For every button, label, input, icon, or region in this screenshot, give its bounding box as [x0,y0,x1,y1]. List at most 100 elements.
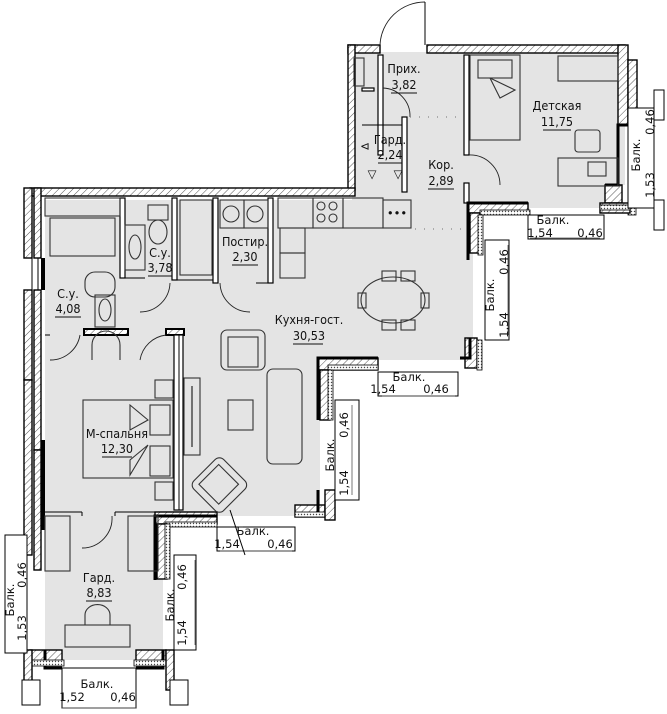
balcony-label-living-bottom: Балк. 1,54 0,46 [214,524,293,551]
double-bed [82,399,174,479]
furniture: ⊲ ▽ ▽ [44,1,619,648]
balcony-labels: Балк. 0,46 1,53 Балк. 1,54 0,46 Балк. 0,… [3,109,657,704]
exterior-walls [23,44,638,571]
svg-text:3,82: 3,82 [391,77,416,92]
kids-desk [557,157,619,187]
kids-shelf [557,55,619,82]
dryer [243,199,269,229]
armchair-small [91,330,121,360]
svg-text:М-спальня: М-спальня [86,426,148,441]
svg-text:0,46: 0,46 [267,537,293,551]
room-bath-1: С.у. 3,78 [147,245,173,277]
suitcase [64,624,131,648]
svg-text:Кухня-гост.: Кухня-гост. [275,312,344,327]
room-corridor: Кор. 2,89 [428,157,454,190]
hanger-icon: ▽ [394,167,403,181]
svg-text:1,53: 1,53 [643,172,657,198]
room-labels: Прих. 3,82 Гард. 2,24 Кор. 2,89 Детская … [55,61,582,602]
room-kitchen-living: Кухня-гост. 30,53 [275,312,344,345]
bathtub [49,217,116,257]
svg-text:0,46: 0,46 [15,562,29,588]
balcony-living-right [334,399,360,501]
svg-text:11,75: 11,75 [541,114,573,129]
balcony-label-kids-bottom: Балк. 1,54 0,46 [527,213,603,240]
svg-text:Балк.: Балк. [237,524,270,538]
svg-text:2,89: 2,89 [428,173,453,188]
svg-text:8,83: 8,83 [86,585,111,600]
hanger-icon: ⊲ [360,139,370,153]
kids-chair [574,129,601,153]
svg-text:С.у.: С.у. [149,245,171,260]
balcony-kids-bottom [527,214,605,240]
svg-text:Балк.: Балк. [81,677,114,691]
balcony-label-kids-right: Балк. 0,46 1,53 [629,109,657,198]
svg-text:Балк.: Балк. [629,139,643,172]
svg-text:2,24: 2,24 [377,147,402,162]
svg-text:1,54: 1,54 [370,382,396,396]
svg-text:Прих.: Прих. [387,61,420,76]
balconies [4,89,665,709]
radiator [44,197,121,217]
svg-text:0,46: 0,46 [643,109,657,135]
balcony-label-kitchen-right: Балк. 0,46 1,54 [483,249,511,338]
coffee-table [227,399,254,431]
balcony-wardrobe-right [173,554,197,651]
dining-table [360,276,426,324]
toilet [148,219,168,245]
shower [179,199,213,276]
svg-text:Балк.: Балк. [323,439,337,472]
interior-walls [45,54,470,516]
svg-text:0,46: 0,46 [497,249,511,275]
svg-text:3,78: 3,78 [147,260,172,275]
balcony-label-wardrobe-right: Балк. 0,46 1,54 [163,564,189,646]
sink [124,224,146,271]
svg-text:Балк.: Балк. [3,584,17,617]
nightstand [154,379,174,399]
balcony-label-wardrobe-left: Балк. 0,46 1,53 [3,562,29,641]
sofa [266,368,303,465]
nightstand [154,481,174,501]
room-laundry: Постир. 2,30 [222,234,268,266]
svg-text:Кор.: Кор. [428,157,454,172]
svg-text:1,54: 1,54 [214,537,240,551]
svg-text:1,54: 1,54 [175,620,189,646]
balcony-wardrobe-bottom [61,667,137,709]
dishwasher [382,199,412,229]
armchair [220,329,266,371]
balcony-label-kitchen-bottom: Балк. 1,54 0,46 [370,370,449,396]
armchair-2 [191,457,248,513]
svg-text:4,08: 4,08 [55,301,80,316]
sink-2 [94,294,116,328]
kids-bed [469,54,521,141]
svg-text:1,54: 1,54 [337,470,351,496]
svg-text:1,52: 1,52 [59,690,85,704]
svg-text:1,53: 1,53 [15,615,29,641]
balcony-label-wardrobe-bottom: Балк. 1,52 0,46 [59,677,136,704]
room-entry: Прих. 3,82 [387,61,421,94]
svg-text:•••: ••• [387,206,407,220]
svg-text:0,46: 0,46 [423,382,449,396]
balcony-wardrobe-left [4,534,28,654]
svg-text:1,54: 1,54 [497,312,511,338]
svg-text:Детская: Детская [533,98,582,113]
wardrobe-rail [127,515,159,572]
toilet-2 [84,271,116,298]
svg-text:Балк.: Балк. [163,589,177,622]
svg-text:0,46: 0,46 [110,690,136,704]
svg-text:Балк.: Балк. [393,370,426,384]
hanger-icon: ▽ [368,167,377,181]
floor-area [45,52,625,660]
entry-door-swing [379,1,426,46]
svg-text:Балк.: Балк. [537,213,570,227]
room-wardrobe-large: Гард. 8,83 [83,570,115,602]
svg-text:Балк.: Балк. [483,279,497,312]
wardrobe-rail [44,515,71,572]
svg-text:Постир.: Постир. [222,234,268,249]
svg-text:Гард.: Гард. [83,570,115,585]
svg-text:0,46: 0,46 [337,412,351,438]
balcony-kitchen-right [484,239,510,341]
svg-text:1,54: 1,54 [527,226,553,240]
room-wardrobe-small: Гард. 2,24 [374,132,406,164]
balcony-label-living-right: Балк. 0,46 1,54 [323,412,351,496]
